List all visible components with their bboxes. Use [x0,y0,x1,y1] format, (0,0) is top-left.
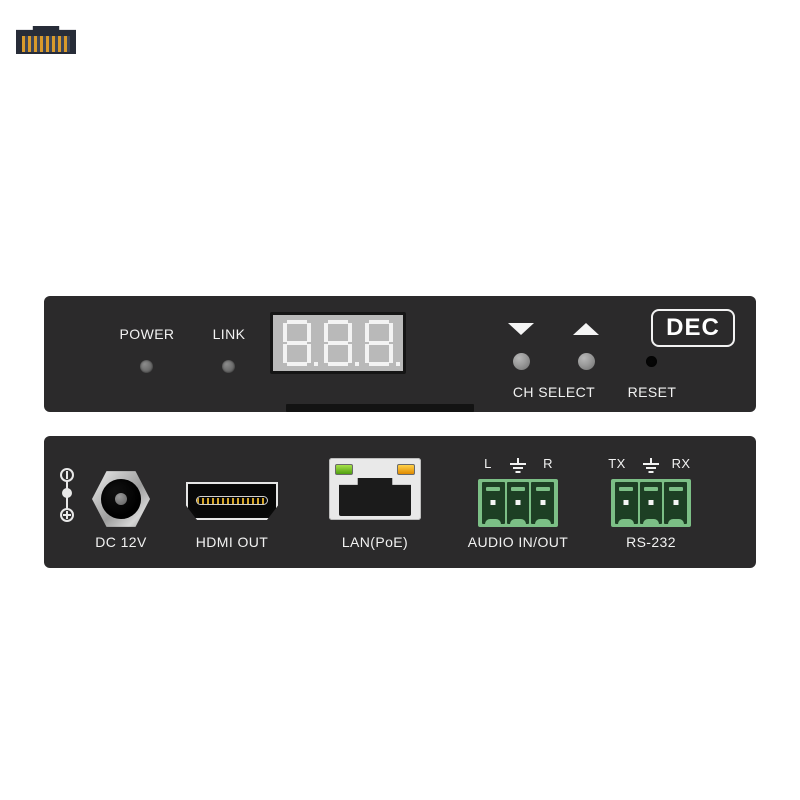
seven-segment-display [270,312,406,374]
audio-terminal-block[interactable] [478,479,558,527]
link-label: LINK [212,326,246,342]
audio-right-pin-label: R [543,456,553,471]
link-led [222,360,235,373]
audio-left-pin-label: L [484,456,492,471]
lan-poe-label: LAN(PoE) [341,534,409,550]
dc-power-label: DC 12V [95,534,147,550]
seven-segment-digit [364,320,400,366]
rs232-terminal-block[interactable] [611,479,691,527]
audio-terminal-pin[interactable] [482,482,505,524]
hdmi-port-slot [196,496,268,505]
rs232-label: RS-232 [626,534,676,550]
rs232-terminal-pin[interactable] [615,482,638,524]
channel-up-arrow-icon [573,323,599,335]
power-led [140,360,153,373]
dc-power-jack[interactable] [92,470,150,528]
lan-activity-led-amber [397,464,415,475]
power-label: POWER [119,326,175,342]
channel-down-button[interactable] [513,353,530,370]
rs232-rx-pin-label: RX [671,456,691,471]
dc-polarity-icon [58,468,76,522]
rj45-housing [339,478,411,516]
dc-jack-center-pin [115,493,127,505]
channel-down-arrow-icon [508,323,534,335]
channel-up-button[interactable] [578,353,595,370]
lan-link-led-green [335,464,353,475]
hdmi-port-pins [197,498,267,504]
brand-logo-text: DEC [666,314,720,341]
rs232-terminal-pin[interactable] [639,482,663,524]
rj45-contact-pins [22,36,70,52]
audio-ground-symbol-icon [509,458,527,473]
hdmi-out-label: HDMI OUT [195,534,269,550]
rs232-terminal-pin[interactable] [664,482,688,524]
seven-segment-digit [282,320,319,366]
audio-terminal-pin[interactable] [506,482,530,524]
reset-label: RESET [627,384,677,400]
reset-button[interactable] [646,356,657,367]
audio-in-out-label: AUDIO IN/OUT [467,534,569,550]
audio-terminal-pin[interactable] [531,482,555,524]
brand-logo: DEC [651,309,735,347]
lan-poe-port[interactable] [329,458,421,520]
front-panel-bottom-tab [286,404,474,412]
rs232-tx-pin-label: TX [608,456,626,471]
rs232-ground-symbol-icon [642,458,660,473]
ch-select-label: CH SELECT [512,384,596,400]
seven-segment-digit [323,320,359,366]
